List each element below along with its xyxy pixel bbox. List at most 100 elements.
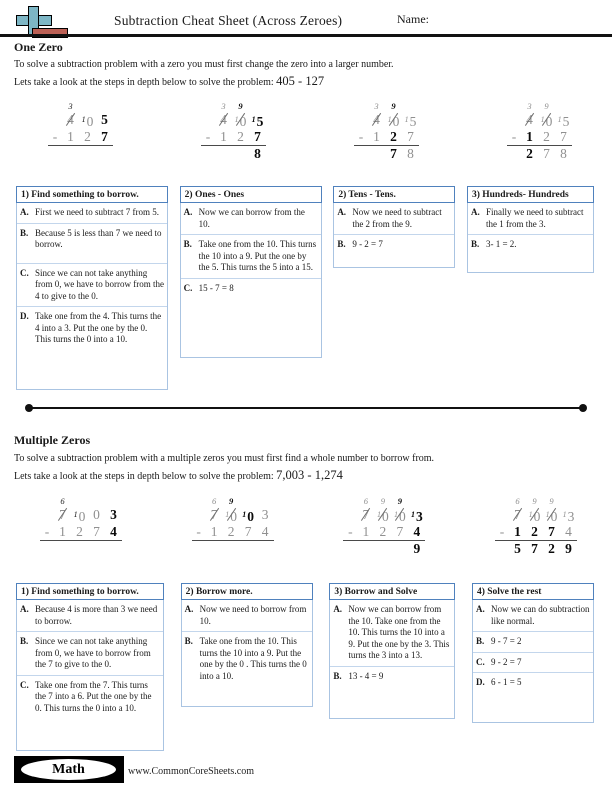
step-text: Now we can borrow from the 10. bbox=[198, 207, 305, 229]
digit-cell: 10 bbox=[242, 509, 255, 524]
step-letter: C. bbox=[20, 267, 29, 278]
sign-spacer bbox=[201, 146, 215, 163]
borrow-superscript: 1 bbox=[242, 510, 247, 519]
step-letter: B. bbox=[337, 239, 346, 250]
digit-cell: 9 bbox=[532, 496, 537, 506]
header-rule bbox=[0, 34, 612, 37]
borrow-superscript: 1 bbox=[387, 115, 392, 124]
step-item: C.15 - 7 = 8 bbox=[180, 277, 321, 299]
sign-spacer bbox=[48, 112, 62, 129]
math-badge-label: Math bbox=[52, 761, 85, 777]
problem-row-carry: 6 bbox=[40, 494, 122, 507]
digit-cell: 13 bbox=[562, 509, 575, 524]
digit-cell: 4 bbox=[565, 524, 572, 539]
step-box-title: 2) Ones - Ones bbox=[179, 186, 322, 203]
digit-cell: 9 bbox=[238, 101, 243, 111]
math-plus-minus-logo-icon bbox=[13, 4, 73, 40]
step-item: A.Finally we need to subtract the 1 from… bbox=[468, 203, 593, 234]
step-text: Because 5 is less than 7 we need to borr… bbox=[35, 227, 162, 250]
section-intro: To solve a subtraction problem with a ze… bbox=[14, 57, 394, 91]
borrow-superscript: 1 bbox=[528, 510, 533, 519]
digit-cell: 8 bbox=[560, 146, 567, 161]
step-item: B.Take one from the 10. This turns the 1… bbox=[181, 631, 312, 686]
math-badge: Math bbox=[14, 756, 124, 783]
sign-spacer bbox=[354, 112, 368, 129]
step-box-title: 3) Hundreds- Hundreds bbox=[466, 186, 594, 203]
step-letter: C. bbox=[475, 656, 485, 667]
section-heading-one-zero: One Zero bbox=[14, 40, 63, 54]
problem-statement: 405 - 127 bbox=[276, 74, 325, 88]
step-letter: D. bbox=[475, 677, 485, 688]
digit-cell: 7 bbox=[390, 146, 397, 161]
digit-cell: 6 bbox=[60, 496, 65, 506]
step-text: Now we can borrow from the 10. Take one … bbox=[348, 604, 450, 661]
digit-cell: 2 bbox=[379, 524, 387, 539]
digit-cell: 10 bbox=[232, 112, 249, 129]
empty-cell bbox=[232, 146, 249, 163]
sign-spacer bbox=[495, 507, 509, 524]
step-text: 9 - 2 = 7 bbox=[490, 656, 522, 667]
digit-cell: 8 bbox=[407, 146, 414, 161]
digit-cell: 2 bbox=[390, 129, 397, 144]
digit-cell: 7 bbox=[206, 507, 223, 524]
digit-cell: 2 bbox=[543, 129, 550, 144]
section-heading-multiple-zeros: Multiple Zeros bbox=[14, 433, 91, 447]
borrow-superscript: 1 bbox=[562, 510, 567, 519]
digit-cell: 4 bbox=[215, 112, 232, 129]
digit-cell: 10 bbox=[543, 507, 560, 524]
intro-line-1: To solve a subtraction problem with a ze… bbox=[14, 59, 394, 70]
sign-spacer bbox=[201, 112, 215, 129]
digit-cell: 3 bbox=[110, 507, 117, 522]
digit-cell: 10 bbox=[374, 507, 391, 524]
step-text: 13 - 4 = 9 bbox=[348, 670, 384, 681]
step-text: 9 - 2 = 7 bbox=[352, 239, 383, 250]
digit-cell: 7 bbox=[543, 146, 550, 161]
step-item: C.Take one from the 7. This turns the 7 … bbox=[17, 674, 163, 719]
step-text: Now we can do subtraction like normal. bbox=[490, 604, 590, 626]
borrow-superscript: 1 bbox=[81, 115, 86, 124]
step-box-title: 2) Tens - Tens. bbox=[333, 186, 456, 203]
step-letter: B. bbox=[20, 227, 29, 238]
borrow-superscript: 1 bbox=[251, 115, 256, 124]
digit-cell: 4 bbox=[413, 524, 421, 539]
digit-cell: 3 bbox=[221, 101, 226, 111]
step-box: 2) Borrow more.A.Now we need to borrow f… bbox=[180, 583, 313, 707]
step-item: B.13 - 4 = 9 bbox=[330, 665, 455, 700]
logo-subtraction-bar bbox=[32, 28, 68, 38]
digit-cell: 2 bbox=[548, 541, 555, 556]
step-letter: C. bbox=[20, 679, 29, 690]
step-item: A.Now we can borrow from the 10. Take on… bbox=[330, 600, 454, 666]
digit-cell: 8 bbox=[254, 146, 261, 161]
digit-cell: 9 bbox=[565, 541, 572, 556]
sign-spacer bbox=[343, 507, 357, 524]
digit-cell: - bbox=[44, 524, 50, 539]
sign-spacer bbox=[40, 541, 54, 558]
website-link[interactable]: www.CommonCoreSheets.com bbox=[128, 766, 255, 777]
step-text: 9 - 7 = 2 bbox=[490, 636, 522, 647]
digit-cell: 6 bbox=[363, 496, 368, 506]
step-item: B.Take one from the 10. This turns the 1… bbox=[180, 234, 321, 278]
sign-spacer bbox=[507, 112, 521, 129]
digit-cell: 7 bbox=[93, 524, 100, 539]
digit-cell: 9 bbox=[380, 496, 385, 506]
digit-cell: 7 bbox=[531, 541, 538, 556]
step-text: Since we can not take anything from 0, w… bbox=[35, 636, 151, 670]
step-item: B. 9 - 2 = 7 bbox=[334, 234, 455, 255]
digit-cell: 2 bbox=[526, 146, 533, 161]
digit-cell: 7 bbox=[407, 129, 414, 144]
step-box-title: 3) Borrow and Solve bbox=[329, 583, 456, 600]
step-text: Finally we need to subtract the 1 from t… bbox=[485, 207, 584, 229]
problem-row-carry: 3 bbox=[48, 99, 113, 112]
